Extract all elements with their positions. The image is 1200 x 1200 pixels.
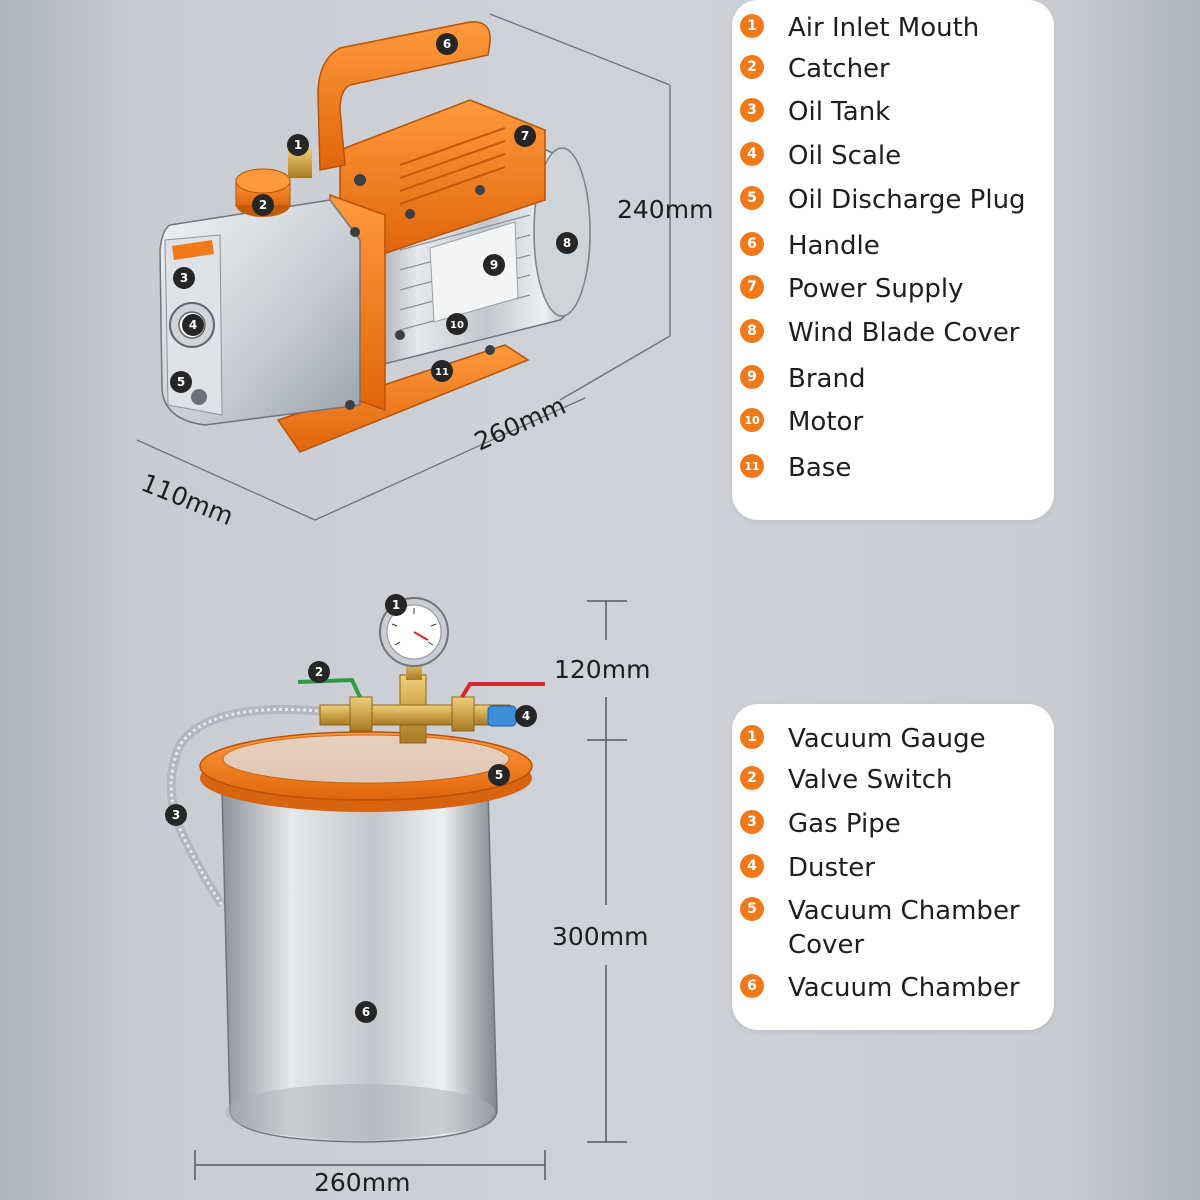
pump-callout-2: 2 xyxy=(252,194,274,216)
legend-label: Power Supply xyxy=(788,274,964,304)
pump-callout-5: 5 xyxy=(170,371,192,393)
svg-text:4: 4 xyxy=(522,709,530,723)
legend-label: Vacuum Gauge xyxy=(788,724,986,754)
svg-text:2: 2 xyxy=(259,198,267,212)
legend-label: Oil Tank xyxy=(788,97,891,127)
pump-legend-item-6: 6 Handle xyxy=(740,229,1058,263)
pump-callout-9: 9 xyxy=(483,254,505,276)
chamber-callout-5: 5 xyxy=(488,764,510,786)
pump-callout-1: 1 xyxy=(287,134,309,156)
vacuum-chamber xyxy=(166,597,545,1143)
pump-callouts: 1 2 3 4 5 6 7 8 9 10 11 xyxy=(170,33,578,393)
chamber-legend-item-3: 3 Gas Pipe xyxy=(740,807,1058,841)
pump-callout-11: 11 xyxy=(431,360,453,382)
legend-number: 4 xyxy=(740,142,764,166)
legend-number: 11 xyxy=(740,454,764,478)
legend-label: Vacuum Chamber xyxy=(788,973,1020,1003)
vacuum-pump xyxy=(159,21,591,453)
svg-text:1: 1 xyxy=(294,138,302,152)
legend-label: Oil Discharge Plug xyxy=(788,185,1026,215)
svg-text:3: 3 xyxy=(180,271,188,285)
svg-text:2: 2 xyxy=(315,665,323,679)
chamber-width-label: 260mm xyxy=(314,1168,411,1197)
legend-label: Handle xyxy=(788,231,880,261)
chamber-callout-2: 2 xyxy=(308,661,330,683)
legend-label: Motor xyxy=(788,407,864,437)
legend-number: 6 xyxy=(740,974,764,998)
legend-number: 2 xyxy=(740,55,764,79)
chamber-legend-item-4: 4 Duster xyxy=(740,851,1058,885)
pump-dimension-lines xyxy=(136,13,671,521)
pump-legend-item-9: 9 Brand xyxy=(740,362,1058,396)
legend-label: Valve Switch xyxy=(788,765,953,795)
pump-legend-item-2: 2 Catcher xyxy=(740,52,1058,86)
svg-text:6: 6 xyxy=(362,1005,370,1019)
legend-label: Oil Scale xyxy=(788,141,902,171)
gauge-height-label: 120mm xyxy=(554,655,651,684)
pump-legend-item-8: 8 Wind Blade Cover xyxy=(740,316,1058,350)
legend-number: 4 xyxy=(740,854,764,878)
svg-text:5: 5 xyxy=(495,768,503,782)
legend-number: 5 xyxy=(740,897,764,921)
svg-text:8: 8 xyxy=(563,236,571,250)
svg-text:4: 4 xyxy=(189,318,197,332)
pump-legend-item-7: 7 Power Supply xyxy=(740,272,1058,306)
legend-label: Duster xyxy=(788,853,875,883)
legend-number: 3 xyxy=(740,98,764,122)
legend-number: 6 xyxy=(740,232,764,256)
legend-number: 1 xyxy=(740,725,764,749)
chamber-callout-6: 6 xyxy=(355,1001,377,1023)
legend-label: Brand xyxy=(788,364,866,394)
svg-text:5: 5 xyxy=(177,375,185,389)
pump-legend-item-11: 11 Base xyxy=(740,451,1058,485)
pump-legend-item-3: 3 Oil Tank xyxy=(740,95,1058,129)
chamber-height-label: 300mm xyxy=(552,922,649,951)
svg-text:6: 6 xyxy=(443,37,451,51)
legend-label: Air Inlet Mouth xyxy=(788,13,980,43)
legend-label: Vacuum Chamber Cover xyxy=(788,896,1020,960)
svg-text:7: 7 xyxy=(521,129,529,143)
legend-number: 8 xyxy=(740,319,764,343)
svg-text:10: 10 xyxy=(450,320,464,331)
chamber-callout-1: 1 xyxy=(385,594,407,616)
pump-callout-7: 7 xyxy=(514,125,536,147)
chamber-callout-4: 4 xyxy=(515,705,537,727)
legend-number: 3 xyxy=(740,810,764,834)
pump-callout-4: 4 xyxy=(182,314,204,336)
pump-callout-6: 6 xyxy=(436,33,458,55)
pump-legend-item-1: 1 Air Inlet Mouth xyxy=(740,11,1058,45)
chamber-callouts: 1 2 3 4 5 6 xyxy=(165,594,537,1023)
svg-text:1: 1 xyxy=(392,598,400,612)
chamber-legend-item-5: 5 Vacuum Chamber Cover xyxy=(740,894,1058,962)
pump-height-label: 240mm xyxy=(617,195,714,224)
pump-callout-8: 8 xyxy=(556,232,578,254)
chamber-legend-item-1: 1 Vacuum Gauge xyxy=(740,722,1058,756)
chamber-dimension-lines xyxy=(194,600,627,1180)
legend-number: 10 xyxy=(740,408,764,432)
pump-legend-item-4: 4 Oil Scale xyxy=(740,139,1058,173)
pump-legend-item-5: 5 Oil Discharge Plug xyxy=(740,183,1058,217)
legend-label: Wind Blade Cover xyxy=(788,318,1020,348)
pump-callout-10: 10 xyxy=(446,313,468,335)
legend-number: 2 xyxy=(740,766,764,790)
chamber-legend-item-6: 6 Vacuum Chamber xyxy=(740,971,1058,1005)
svg-text:11: 11 xyxy=(435,367,449,378)
legend-number: 9 xyxy=(740,365,764,389)
pump-callout-3: 3 xyxy=(173,267,195,289)
legend-label: Catcher xyxy=(788,54,890,84)
legend-number: 7 xyxy=(740,275,764,299)
chamber-legend-item-2: 2 Valve Switch xyxy=(740,763,1058,797)
legend-number: 1 xyxy=(740,14,764,38)
chamber-callout-3: 3 xyxy=(165,804,187,826)
legend-number: 5 xyxy=(740,186,764,210)
legend-label: Base xyxy=(788,453,852,483)
pump-legend-item-10: 10 Motor xyxy=(740,405,1058,439)
svg-text:9: 9 xyxy=(490,258,498,272)
legend-label: Gas Pipe xyxy=(788,809,901,839)
svg-text:3: 3 xyxy=(172,808,180,822)
